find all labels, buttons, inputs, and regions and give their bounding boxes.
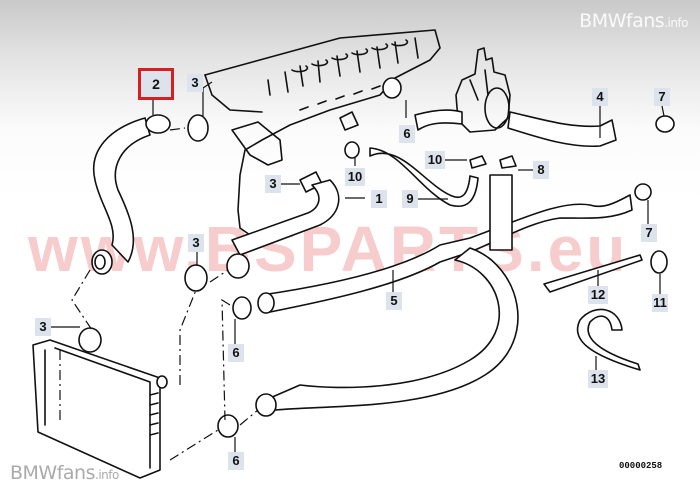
callout-3[interactable]: 3 (35, 318, 51, 336)
callout-7[interactable]: 7 (641, 224, 657, 242)
callout-10[interactable]: 10 (345, 168, 365, 186)
callout-6[interactable]: 6 (399, 125, 415, 143)
callout-3[interactable]: 3 (188, 234, 204, 252)
hose-1-drawing (226, 179, 340, 279)
brand-suffix: .info (95, 468, 119, 482)
hose-9-drawing (369, 147, 479, 207)
callout-11[interactable]: 11 (652, 294, 668, 312)
callout-3[interactable]: 3 (187, 74, 203, 92)
callout-6[interactable]: 6 (228, 452, 244, 470)
callout-12[interactable]: 12 (588, 286, 608, 304)
assembly-lines (59, 127, 259, 461)
leader-lines (50, 81, 665, 452)
callout-2-selected[interactable]: 2 (138, 68, 174, 100)
callout-9[interactable]: 9 (402, 190, 418, 208)
hose-clamps-drawing (78, 77, 675, 438)
callout-6[interactable]: 6 (228, 344, 244, 362)
callout-8[interactable]: 8 (533, 161, 549, 179)
callout-1[interactable]: 1 (371, 190, 387, 208)
brand-logo-top: BMWfans.info (579, 10, 688, 32)
callout-10[interactable]: 10 (425, 151, 445, 169)
hose-5-drawing (255, 174, 633, 417)
brand-logo-bottom: BMWfans.info (10, 462, 119, 484)
cylinder-head-drawing (204, 29, 441, 241)
radiator-drawing (32, 339, 168, 479)
bracket-drawing (543, 254, 643, 371)
callout-13[interactable]: 13 (588, 370, 608, 388)
callout-7[interactable]: 7 (654, 88, 670, 106)
callout-5[interactable]: 5 (386, 292, 402, 310)
diagram-number: 00000258 (619, 461, 663, 471)
brand-suffix: .info (664, 16, 688, 30)
callout-3[interactable]: 3 (265, 175, 281, 193)
throttle-body-drawing (414, 47, 617, 148)
brand-name: BMWfans (10, 462, 96, 484)
hose-2-drawing (91, 114, 171, 275)
callout-4[interactable]: 4 (592, 88, 608, 106)
brand-name: BMWfans (579, 10, 665, 32)
